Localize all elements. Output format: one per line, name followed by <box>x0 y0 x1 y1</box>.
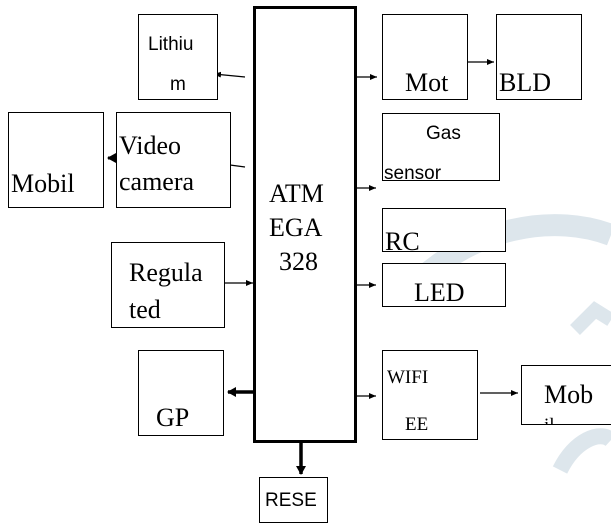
atmega-label-line1: ATM <box>269 179 324 208</box>
rc-block: RC <box>382 208 506 252</box>
motor-block: Mot <box>382 14 468 100</box>
regulated-label-line2: ted <box>129 295 161 324</box>
gps-label: GP <box>156 403 190 432</box>
mobile-left-block: Mobil <box>8 112 104 208</box>
video-camera-label-line2: camera <box>119 167 195 196</box>
lithium-label-line2: m <box>170 74 186 95</box>
gas-sensor-label-line2: sensor <box>384 163 442 181</box>
mobile-right-label-line1: Mob <box>544 380 594 409</box>
wifi-label-line2: EE <box>405 414 429 435</box>
bldc-label: BLD <box>499 68 551 97</box>
gps-block: GP <box>138 350 224 436</box>
atmega-label-line3: 328 <box>279 247 318 276</box>
bldc-block: BLD <box>496 14 582 100</box>
gas-sensor-label-line1: Gas <box>426 123 461 144</box>
led-block: LED <box>382 263 506 307</box>
mobile-right-block: Mob il <box>521 365 611 425</box>
video-camera-label-line1: Video <box>119 131 181 160</box>
arrow-to-lithium <box>213 71 246 78</box>
mobile-left-label: Mobil <box>11 169 75 198</box>
led-label: LED <box>414 278 465 307</box>
wifi-block: WIFI EE <box>382 350 478 440</box>
lithium-label-line1: Lithiu <box>148 34 194 55</box>
regulated-block: Regula ted <box>111 242 225 328</box>
motor-label: Mot <box>405 68 449 97</box>
lithium-block: Lithiu m <box>138 14 218 100</box>
atmega328-block: ATM EGA 328 <box>253 6 357 443</box>
gas-sensor-block: Gas sensor <box>382 113 500 181</box>
regulated-label-line1: Regula <box>129 258 203 287</box>
reset-label: RESE <box>265 490 317 511</box>
wifi-label-line1: WIFI <box>387 367 429 388</box>
atmega-label-line2: EGA <box>269 213 323 242</box>
mobile-right-label-line2: il <box>544 416 555 424</box>
video-camera-block: Video camera <box>116 112 231 208</box>
rc-label: RC <box>385 227 420 252</box>
reset-block: RESE <box>259 477 328 523</box>
